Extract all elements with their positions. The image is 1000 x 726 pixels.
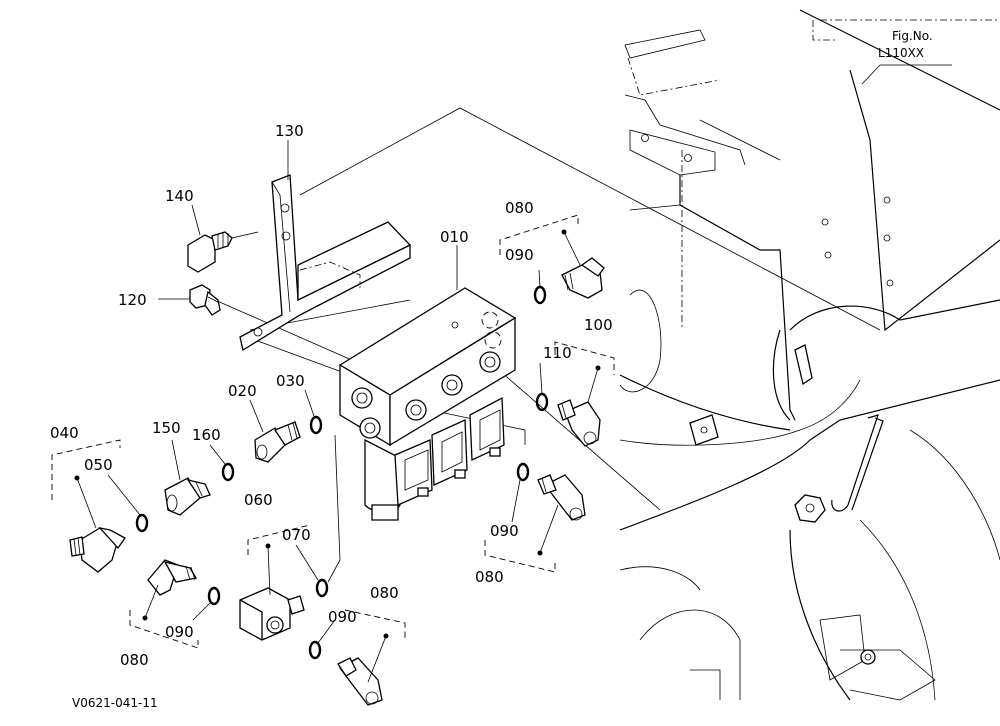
o-ring-090-lower-left bbox=[207, 586, 221, 606]
callout-120: 120 bbox=[118, 291, 147, 309]
o-ring-090-upper bbox=[533, 285, 547, 305]
callout-080-right: 080 bbox=[475, 568, 504, 586]
elbow-fitting-080-lower-left bbox=[142, 559, 198, 621]
callout-070: 070 bbox=[282, 526, 311, 544]
o-ring-160 bbox=[221, 462, 235, 482]
phantom-lines bbox=[214, 107, 881, 583]
callout-090-upper: 090 bbox=[505, 246, 534, 264]
o-ring-090-right bbox=[516, 462, 530, 482]
callout-labels: 130 140 120 010 080 090 100 110 020 030 … bbox=[50, 122, 613, 669]
elbow-fitting-040 bbox=[69, 475, 126, 573]
elbow-fitting-080-right bbox=[537, 474, 586, 556]
group-brackets bbox=[51, 214, 615, 649]
o-ring-070 bbox=[315, 578, 329, 598]
callout-110: 110 bbox=[543, 344, 572, 362]
fig-code: L110XX bbox=[878, 46, 924, 60]
callout-030: 030 bbox=[276, 372, 305, 390]
adapter-020 bbox=[254, 421, 301, 463]
callout-160: 160 bbox=[192, 426, 221, 444]
callout-150: 150 bbox=[152, 419, 181, 437]
o-ring-090-lower-right bbox=[308, 640, 322, 660]
elbow-fitting-080-upper bbox=[561, 229, 605, 299]
elbow-fitting-080-lower-right bbox=[337, 633, 389, 706]
callout-060: 060 bbox=[244, 491, 273, 509]
leader-lines bbox=[107, 140, 543, 644]
drawing-code: V0621-041-11 bbox=[72, 696, 158, 710]
callout-080-lower-right: 080 bbox=[370, 584, 399, 602]
callout-020: 020 bbox=[228, 382, 257, 400]
bracket-130 bbox=[239, 174, 412, 352]
machine-frame bbox=[619, 9, 1000, 701]
bolt-140 bbox=[187, 231, 259, 273]
o-ring-050 bbox=[135, 513, 149, 533]
callout-140: 140 bbox=[165, 187, 194, 205]
callout-090-lower-left: 090 bbox=[165, 623, 194, 641]
bolt-120 bbox=[189, 284, 221, 316]
callout-010: 010 bbox=[440, 228, 469, 246]
fig-no-label: Fig.No. bbox=[892, 29, 933, 43]
adapter-150 bbox=[164, 477, 211, 516]
callout-040: 040 bbox=[50, 424, 79, 442]
elbow-fitting-100 bbox=[557, 365, 601, 447]
callout-090-right: 090 bbox=[490, 522, 519, 540]
valve-block-010 bbox=[338, 287, 517, 521]
callout-100: 100 bbox=[584, 316, 613, 334]
callout-080-lower-left: 080 bbox=[120, 651, 149, 669]
o-ring-030 bbox=[309, 415, 323, 435]
callout-090-lower-right: 090 bbox=[328, 608, 357, 626]
callout-130: 130 bbox=[275, 122, 304, 140]
callout-080-upper: 080 bbox=[505, 199, 534, 217]
callout-050: 050 bbox=[84, 456, 113, 474]
tee-block-060 bbox=[239, 543, 305, 641]
